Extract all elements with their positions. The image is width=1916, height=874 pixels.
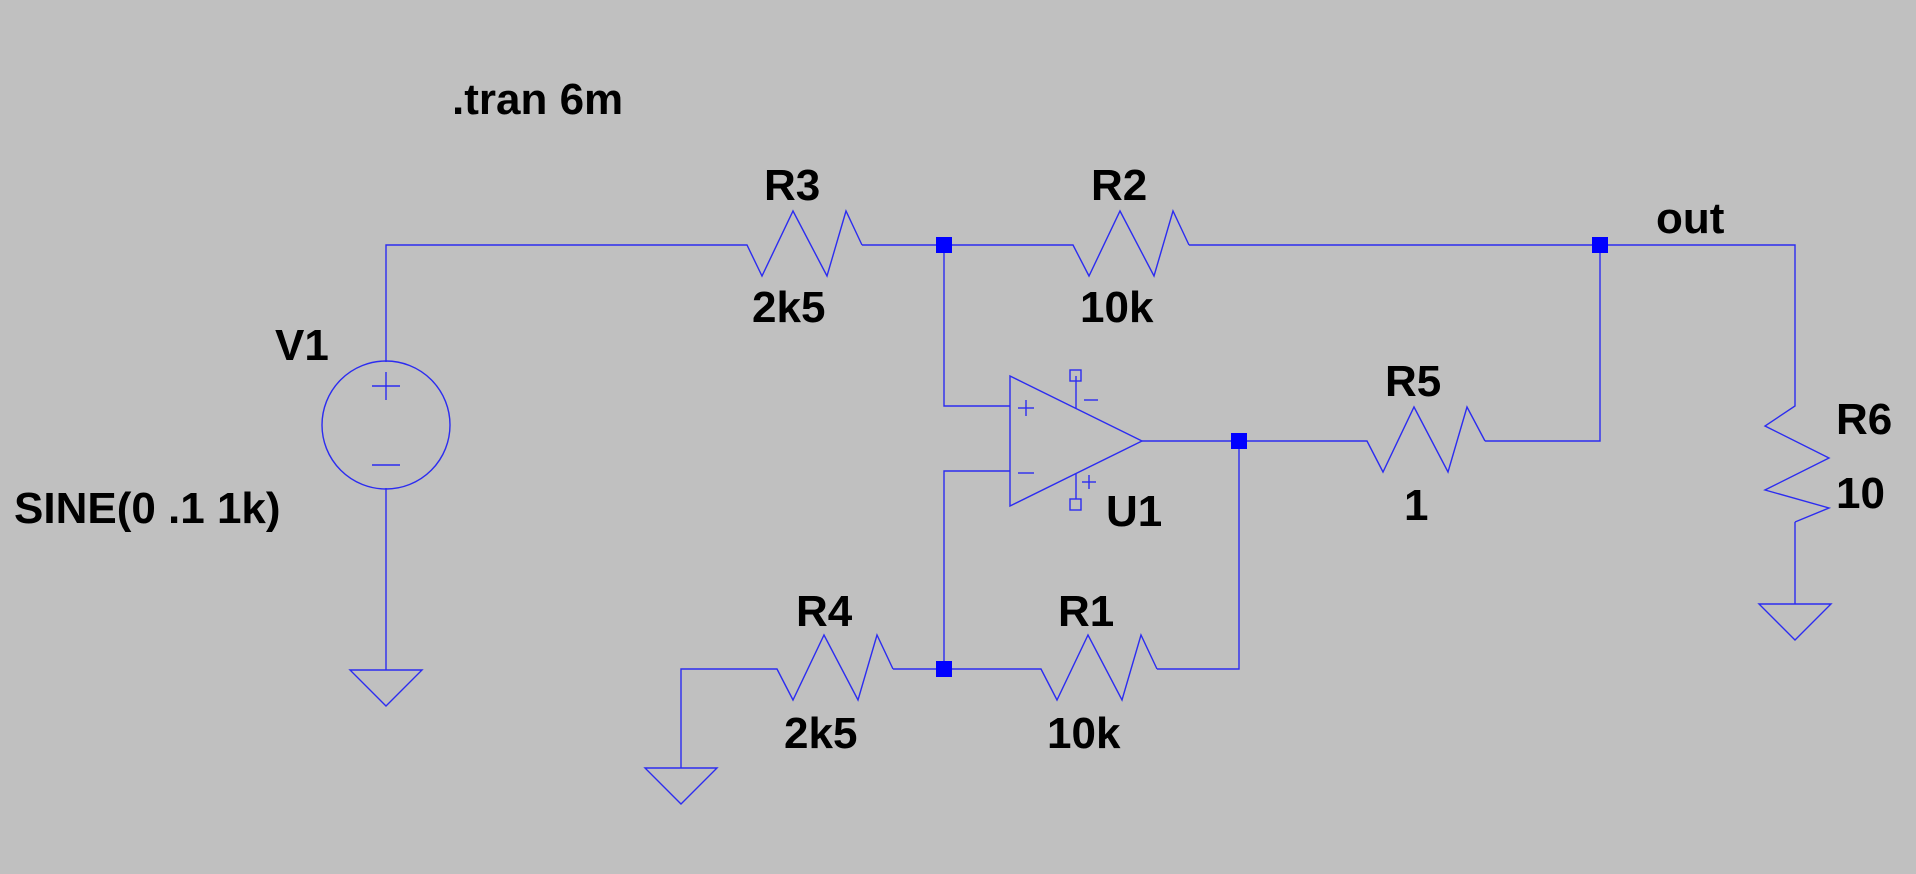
r1-value-label[interactable]: 10k	[1047, 709, 1121, 758]
r4-value-label[interactable]: 2k5	[784, 709, 857, 758]
junction-node-b[interactable]	[936, 661, 952, 677]
ground-r6[interactable]	[1757, 603, 1833, 641]
r2-name-label[interactable]: R2	[1091, 161, 1147, 210]
voltage-source-v1[interactable]	[321, 360, 451, 490]
v1-name-label[interactable]: V1	[275, 321, 329, 370]
junction-opamp-output[interactable]	[1231, 433, 1247, 449]
junction-out[interactable]	[1592, 237, 1608, 253]
u1-name-label[interactable]: U1	[1106, 487, 1162, 536]
spice-directive[interactable]: .tran 6m	[452, 75, 623, 124]
r5-name-label[interactable]: R5	[1385, 357, 1441, 406]
junctions	[936, 237, 1608, 677]
net-label-out[interactable]: out	[1656, 194, 1725, 243]
wire-output-r1[interactable]	[1157, 441, 1240, 670]
wire-opamp-minus-nodeB[interactable]	[943, 470, 1010, 669]
r4-name-label[interactable]: R4	[796, 587, 853, 636]
resistor-r4[interactable]	[762, 633, 894, 702]
wire-out-r6[interactable]	[1600, 244, 1796, 390]
opamp-u1[interactable]	[1009, 369, 1144, 511]
wire-r5-out[interactable]	[1485, 245, 1601, 442]
resistor-r6[interactable]	[1763, 390, 1832, 523]
r1-name-label[interactable]: R1	[1058, 587, 1114, 636]
resistor-r2[interactable]	[1058, 209, 1190, 278]
r2-value-label[interactable]: 10k	[1080, 283, 1154, 332]
resistor-r1[interactable]	[1026, 633, 1158, 702]
r3-value-label[interactable]: 2k5	[752, 283, 825, 332]
r5-value-label[interactable]: 1	[1404, 481, 1428, 530]
wire-gnd-r4[interactable]	[680, 668, 762, 768]
ground-v1[interactable]	[348, 669, 424, 707]
ground-r4[interactable]	[643, 767, 719, 805]
v1-value-label[interactable]: SINE(0 .1 1k)	[14, 484, 281, 533]
r3-name-label[interactable]: R3	[764, 161, 820, 210]
resistor-r5[interactable]	[1352, 405, 1486, 474]
wires	[385, 244, 1796, 768]
wire-nodeA-opamp-plus[interactable]	[943, 245, 1010, 407]
r6-name-label[interactable]: R6	[1836, 395, 1892, 444]
resistor-r3[interactable]	[731, 209, 863, 278]
junction-node-a[interactable]	[936, 237, 952, 253]
wire-v1-r3[interactable]	[385, 244, 731, 362]
r6-value-label[interactable]: 10	[1836, 469, 1885, 518]
